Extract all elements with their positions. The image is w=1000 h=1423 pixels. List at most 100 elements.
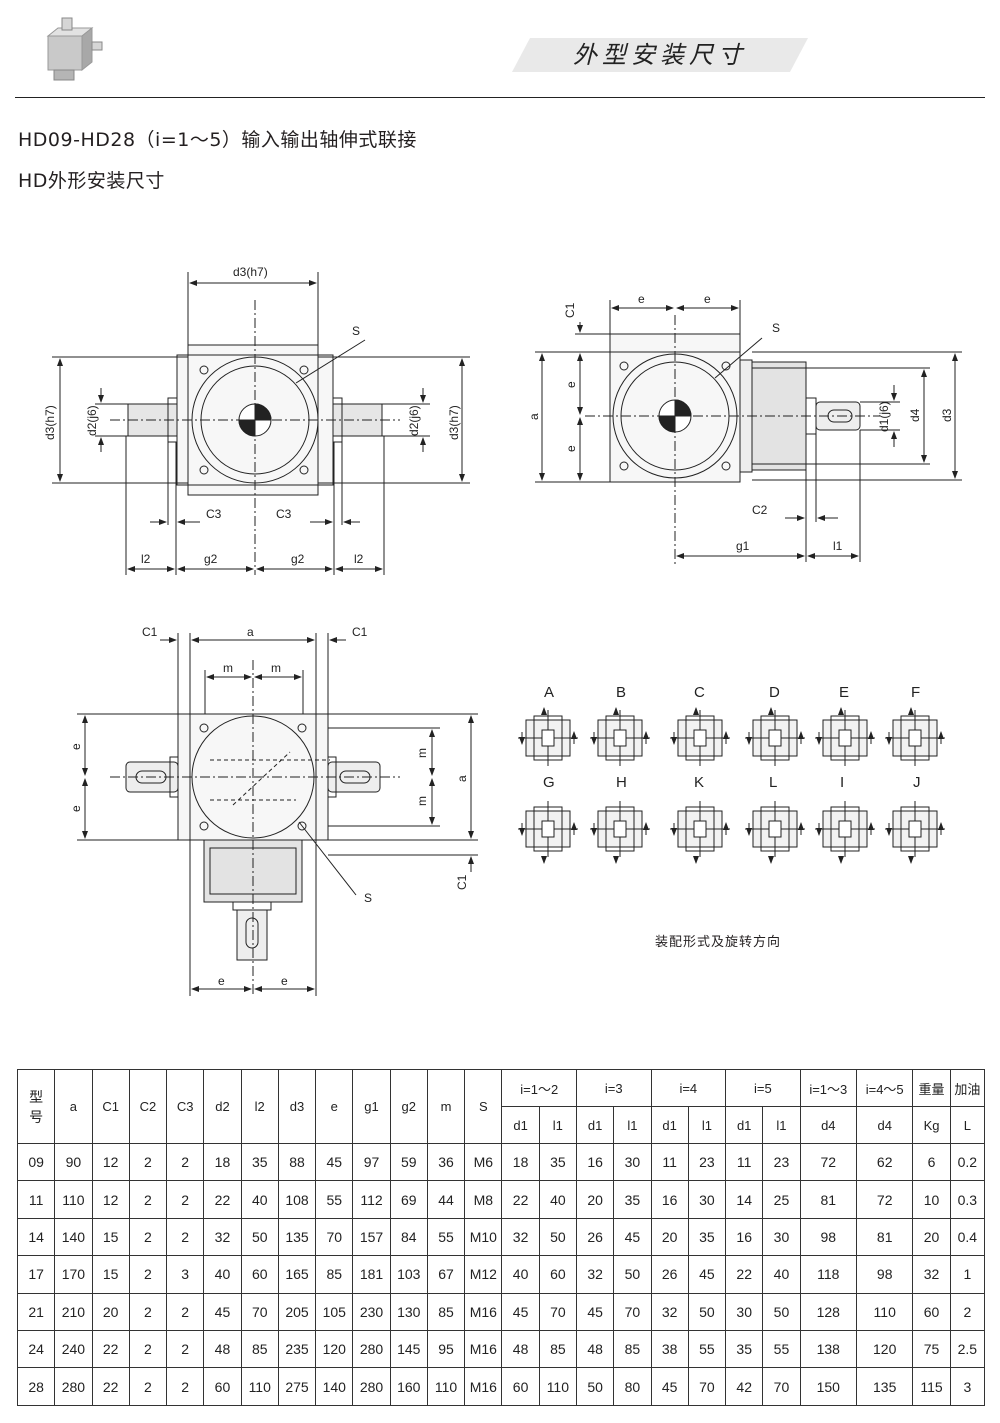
header-l2: l2 xyxy=(240,1069,279,1144)
d2-label-c1: C1 xyxy=(563,302,577,318)
d3-label-c1-bottom: C1 xyxy=(455,874,469,890)
d3-label-s: S xyxy=(364,891,372,905)
table-cell: 235 xyxy=(277,1329,317,1369)
table-cell: 36 xyxy=(426,1142,466,1182)
table-cell: M8 xyxy=(464,1180,503,1219)
table-cell: 70 xyxy=(687,1367,727,1406)
table-cell: 6 xyxy=(912,1142,951,1182)
table-cell: 32 xyxy=(575,1255,615,1294)
table-cell: 115 xyxy=(912,1367,951,1406)
table-cell: 20 xyxy=(91,1292,130,1331)
table-cell: 18 xyxy=(203,1142,242,1182)
table-cell: 72 xyxy=(855,1180,914,1219)
table-cell: 22 xyxy=(91,1367,130,1406)
table-cell: 138 xyxy=(799,1329,858,1369)
table-cell: 22 xyxy=(501,1180,540,1219)
table-cell: 40 xyxy=(538,1180,578,1219)
table-cell: 88 xyxy=(277,1142,317,1182)
heading-line1: HD09-HD28（i=1～5）输入输出轴伸式联接 xyxy=(18,129,417,151)
subheader-d4: d4 xyxy=(799,1106,858,1144)
d1-label-s: S xyxy=(352,324,360,338)
d2-label-d3: d3 xyxy=(940,408,954,422)
table-cell: 11 xyxy=(725,1142,764,1182)
table-cell: 70 xyxy=(613,1292,652,1331)
table-cell: 45 xyxy=(575,1292,615,1331)
table-cell: 20 xyxy=(912,1217,951,1257)
d3-label-e-bottom1: e xyxy=(218,974,225,988)
mounting-arrangement-icon xyxy=(590,801,650,864)
subheader-l1: l1 xyxy=(762,1106,801,1144)
header-ratio-3: i=3 xyxy=(576,1069,652,1107)
d2-label-e-v2: e xyxy=(564,445,578,452)
table-cell: 2 xyxy=(166,1367,205,1406)
table-cell: 32 xyxy=(501,1217,540,1257)
table-cell: 40 xyxy=(203,1255,242,1294)
d1-label-d2j6-right: d2(j6) xyxy=(407,405,421,436)
mounting-arrangement-icon xyxy=(518,801,578,864)
d2-label-l1: l1 xyxy=(833,539,843,553)
table-cell: 35 xyxy=(613,1180,652,1219)
header-g1: g1 xyxy=(352,1069,391,1144)
d3-label-e-bottom2: e xyxy=(281,974,288,988)
table-cell: 14 xyxy=(725,1180,764,1219)
table-cell: M16 xyxy=(464,1367,503,1406)
table-cell: 67 xyxy=(426,1255,466,1294)
table-cell: 50 xyxy=(687,1292,727,1331)
table-cell: 20 xyxy=(650,1217,689,1257)
table-cell: 2 xyxy=(128,1367,168,1406)
dimension-drawings: d3(h7) d3(h7) d3(h7) d2(j6) d2(j6) S C3 … xyxy=(43,265,962,996)
table-cell: 60 xyxy=(203,1367,242,1406)
subheader-d1: d1 xyxy=(501,1106,540,1144)
table-cell: 59 xyxy=(389,1142,428,1182)
header-s: S xyxy=(464,1069,503,1144)
mounting-arrangement-icon xyxy=(815,707,875,766)
table-cell: M16 xyxy=(464,1329,503,1369)
d2-label-e-top1: e xyxy=(638,292,645,306)
table-cell: 2 xyxy=(128,1329,168,1369)
table-cell: 26 xyxy=(650,1255,689,1294)
table-cell: 2 xyxy=(128,1217,168,1257)
section-title: 外型安装尺寸 xyxy=(573,41,747,69)
table-cell: 103 xyxy=(389,1255,428,1294)
d2-label-d1j6: d1(j6) xyxy=(877,401,891,432)
d2-label-s: S xyxy=(772,321,780,335)
table-cell: 2 xyxy=(166,1217,205,1257)
d1-label-g2-left: g2 xyxy=(204,552,218,566)
table-cell: 12 xyxy=(91,1142,130,1182)
table-cell: 18 xyxy=(501,1142,540,1182)
table-cell: 25 xyxy=(762,1180,801,1219)
header-banner: 外型安装尺寸 xyxy=(512,36,808,74)
table-cell: 50 xyxy=(762,1292,801,1331)
mounting-caption: 装配形式及旋转方向 xyxy=(655,935,782,950)
d1-label-c3-right: C3 xyxy=(276,507,292,521)
table-cell: 48 xyxy=(203,1329,242,1369)
table-cell: 35 xyxy=(687,1217,727,1257)
d1-label-l2-right: l2 xyxy=(354,552,364,566)
subheader-d4: d4 xyxy=(855,1106,914,1144)
mount-label-i: I xyxy=(840,774,844,791)
table-cell: 130 xyxy=(389,1292,428,1331)
mounting-arrangement-icon xyxy=(745,801,805,864)
table-cell: 35 xyxy=(725,1329,764,1369)
d3-label-a-right: a xyxy=(455,775,469,782)
spec-table-header: 型号 a C1 C2 C3 d2 l2 d3 e g1 g2 m S i=1～2… xyxy=(16,1069,986,1144)
d3-label-a-top: a xyxy=(247,625,254,639)
d1-label-g2-right: g2 xyxy=(291,552,305,566)
table-cell: 45 xyxy=(203,1292,242,1331)
table-cell: 60 xyxy=(538,1255,578,1294)
table-cell: 210 xyxy=(54,1292,93,1331)
header-ratio-4-5: i=4～5 xyxy=(855,1069,914,1107)
header-m: m xyxy=(426,1069,466,1144)
header-c1: C1 xyxy=(91,1069,130,1144)
table-cell: 98 xyxy=(855,1255,914,1294)
table-cell: 110 xyxy=(538,1367,578,1406)
table-cell: 30 xyxy=(762,1217,801,1257)
table-cell: 45 xyxy=(687,1255,727,1294)
table-cell: 42 xyxy=(725,1367,764,1406)
table-cell: 60 xyxy=(240,1255,279,1294)
drawing2-side-view xyxy=(535,300,962,565)
